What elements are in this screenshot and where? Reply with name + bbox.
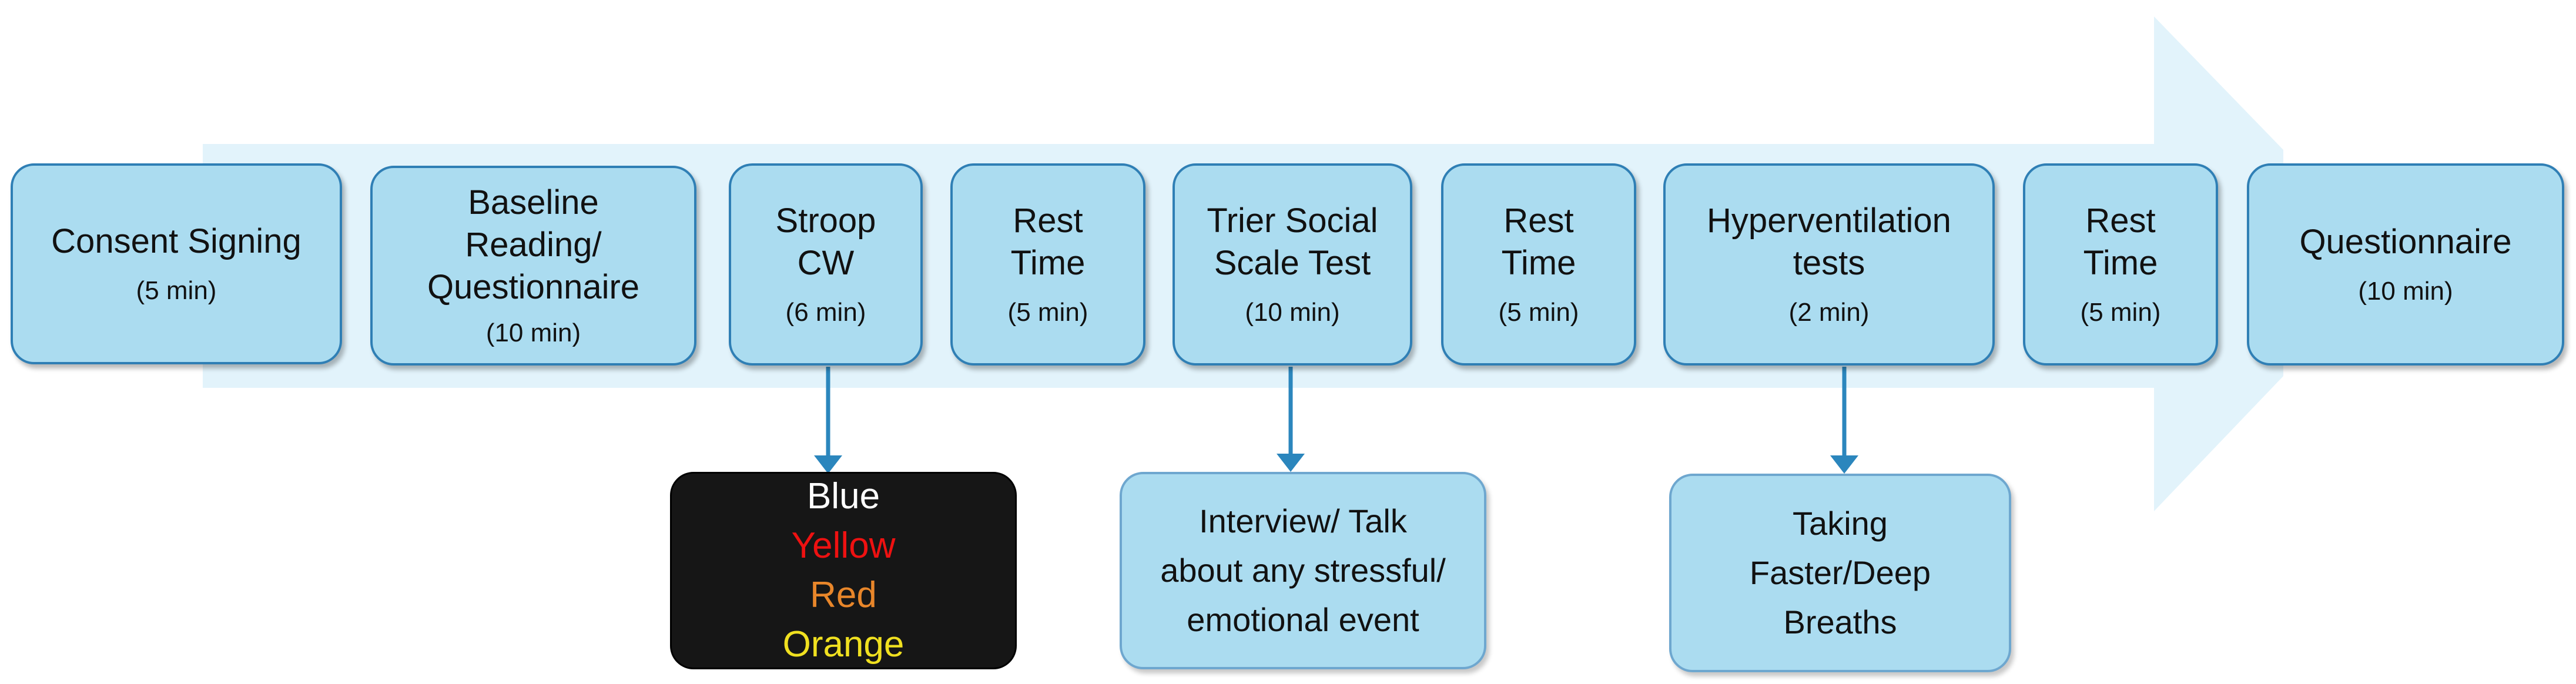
step-hyperventilation-tests: Hyperventilation tests (2 min) <box>1663 163 1995 366</box>
connector-trier <box>1277 367 1305 472</box>
step-rest-time-2: Rest Time (5 min) <box>1441 163 1636 366</box>
stroop-color-words-box: Blue Yellow Red Orange <box>670 472 1017 669</box>
step-duration: (10 min) <box>1245 298 1340 327</box>
step-questionnaire: Questionnaire (10 min) <box>2247 163 2564 366</box>
step-duration: (6 min) <box>785 298 866 327</box>
step-duration: (10 min) <box>2358 277 2453 306</box>
step-duration: (2 min) <box>1788 298 1870 327</box>
step-title: Consent Signing <box>51 222 302 260</box>
interview-detail-text: Interview/ Talk about any stressful/ emo… <box>1160 502 1446 638</box>
step-title: Stroop CW <box>775 202 876 282</box>
step-duration: (5 min) <box>1498 298 1579 327</box>
step-rest-time-3: Rest Time (5 min) <box>2023 163 2218 366</box>
stroop-word-yellow: Yellow <box>791 525 896 566</box>
stroop-word-blue: Blue <box>806 476 880 517</box>
step-title: Hyperventilation tests <box>1707 202 1951 282</box>
step-title: Rest Time <box>1501 202 1576 282</box>
step-rest-time-1: Rest Time (5 min) <box>950 163 1145 366</box>
step-title: Rest Time <box>1010 202 1086 282</box>
connector-hyperventilation <box>1830 367 1858 474</box>
step-duration: (5 min) <box>1007 298 1088 327</box>
breathing-detail-box: Taking Faster/Deep Breaths <box>1669 474 2011 672</box>
step-consent-signing: Consent Signing (5 min) <box>11 163 342 364</box>
step-duration: (5 min) <box>2080 298 2161 327</box>
stroop-word-red: Red <box>810 575 877 615</box>
step-baseline-reading: Baseline Reading/ Questionnaire (10 min) <box>370 166 696 366</box>
connector-stroop <box>814 367 842 474</box>
step-duration: (5 min) <box>136 276 217 305</box>
step-duration: (10 min) <box>485 318 581 347</box>
stroop-word-orange: Orange <box>782 624 905 665</box>
interview-detail-box: Interview/ Talk about any stressful/ emo… <box>1120 472 1486 669</box>
step-title: Questionnaire <box>2299 223 2512 261</box>
step-title: Baseline Reading/ Questionnaire <box>427 183 640 306</box>
step-trier-social-scale-test: Trier Social Scale Test (10 min) <box>1173 163 1412 366</box>
step-stroop-cw: Stroop CW (6 min) <box>729 163 923 366</box>
step-title: Rest Time <box>2083 202 2158 282</box>
breathing-detail-text: Taking Faster/Deep Breaths <box>1749 505 1931 641</box>
step-title: Trier Social Scale Test <box>1207 202 1378 282</box>
